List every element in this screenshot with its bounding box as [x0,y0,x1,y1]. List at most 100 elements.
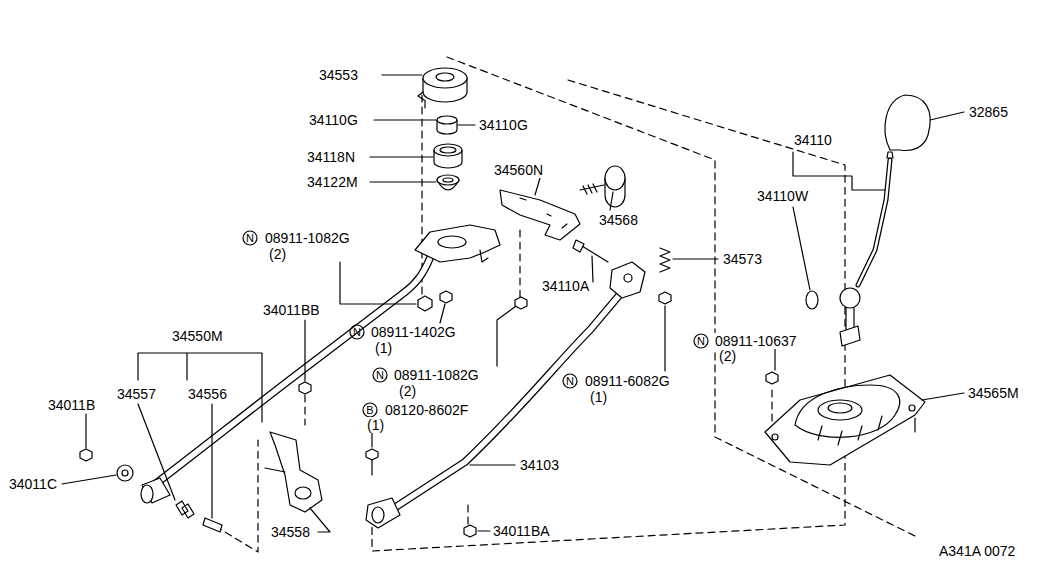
bushing-parts [117,465,222,532]
part-number: 34110G [478,117,529,133]
part-number: 34118N [306,149,356,165]
leader-line [922,393,964,400]
leader-line [138,404,175,500]
part-number: 34011B [47,397,96,413]
bumper-part [580,166,625,207]
seat-part [423,68,467,88]
leader-line [458,124,475,125]
leader-line [440,304,445,323]
shift-lever [858,160,890,285]
drawing-code: A341A 0072 [938,543,1016,559]
boot-part [765,375,925,465]
assembly-dash [215,57,917,552]
shift-lever-rod [480,250,488,262]
leader-line [62,475,116,484]
leader-line [793,152,885,190]
shift-lever [806,291,818,309]
assembly-dash [304,395,305,425]
bolt-part [573,240,608,262]
bushing-parts [117,465,133,481]
boot-part [909,405,915,411]
bushing-parts [122,470,128,476]
bushing-parts [203,518,222,532]
note-symbol: B [366,405,373,416]
leader-line [382,74,422,75]
part-number: 08120-8602F [384,402,469,418]
assembly-dash [467,505,468,525]
leader-line [478,530,490,531]
part-number: 34122M [306,174,359,190]
seat-part [424,100,425,108]
leader-line [610,192,613,210]
part-number: 34573 [722,251,763,267]
note-circle [243,231,708,417]
part-number: 34110A [541,278,590,294]
leader-line [930,112,964,120]
bracket-part [265,468,285,472]
note-circle [363,403,377,417]
shift-lever [846,308,854,330]
quantity-note: (2) [718,348,737,364]
part-number: 34110W [756,188,809,204]
bracket-part [265,432,322,512]
control-rod [624,274,632,282]
leader-line [370,156,433,157]
part-number: 32865 [968,104,1009,120]
bolt-part [371,460,372,475]
bushing-part [440,147,456,153]
bracket-part [295,487,311,499]
part-number: 34558 [270,524,311,540]
bumper-part [605,166,625,190]
bushing-parts [176,501,194,518]
bolt-part [366,449,378,460]
leader-line [62,75,964,532]
shift-lever [887,152,893,158]
quantity-note: (1) [589,389,608,405]
part-number: 08911-1082G [393,367,480,383]
leader-line [673,258,718,259]
nut-part [464,525,476,537]
shift-lever-rod [150,225,500,488]
shift-lever-rod [438,236,466,248]
shift-lever [840,288,860,308]
leader-line [497,306,516,366]
note-circle [563,374,577,388]
shift-lever [885,95,930,150]
spring-part [660,248,670,272]
spring-part [660,248,670,272]
part-number: 34011BB [262,302,321,318]
leader-line [211,404,212,518]
bracket-part [500,190,580,240]
bolt-part [573,240,584,252]
note-symbol: N [353,327,361,338]
nut-part [80,291,778,537]
leader-line [535,178,540,195]
part-number: 34556 [187,386,228,402]
note-symbol: N [246,233,254,244]
part-number: 34103 [519,457,560,473]
note-circle [373,368,387,382]
assembly-dash [771,390,772,430]
part-number: 34560N [493,162,544,178]
control-rod [366,498,400,528]
boot-part [818,416,882,445]
nut-part [299,382,311,394]
bracket-part [270,432,322,512]
note-symbol: N [697,336,705,347]
quantity-note: (1) [374,340,393,356]
boot-part [795,385,900,437]
part-number: 08911-6082G [584,373,671,389]
leader-line [592,256,593,282]
leader-line [664,306,665,371]
leader-line [370,181,436,182]
part-number: 34565M [967,385,1020,401]
boot-part [914,418,915,432]
part-number: 08911-1402G [370,324,457,340]
seat-part [418,68,467,108]
assembly-dash [519,230,520,300]
note-symbol: N [376,370,384,381]
part-number: 34110 [793,132,833,148]
boot-part [772,434,778,440]
control-rod [372,507,384,523]
